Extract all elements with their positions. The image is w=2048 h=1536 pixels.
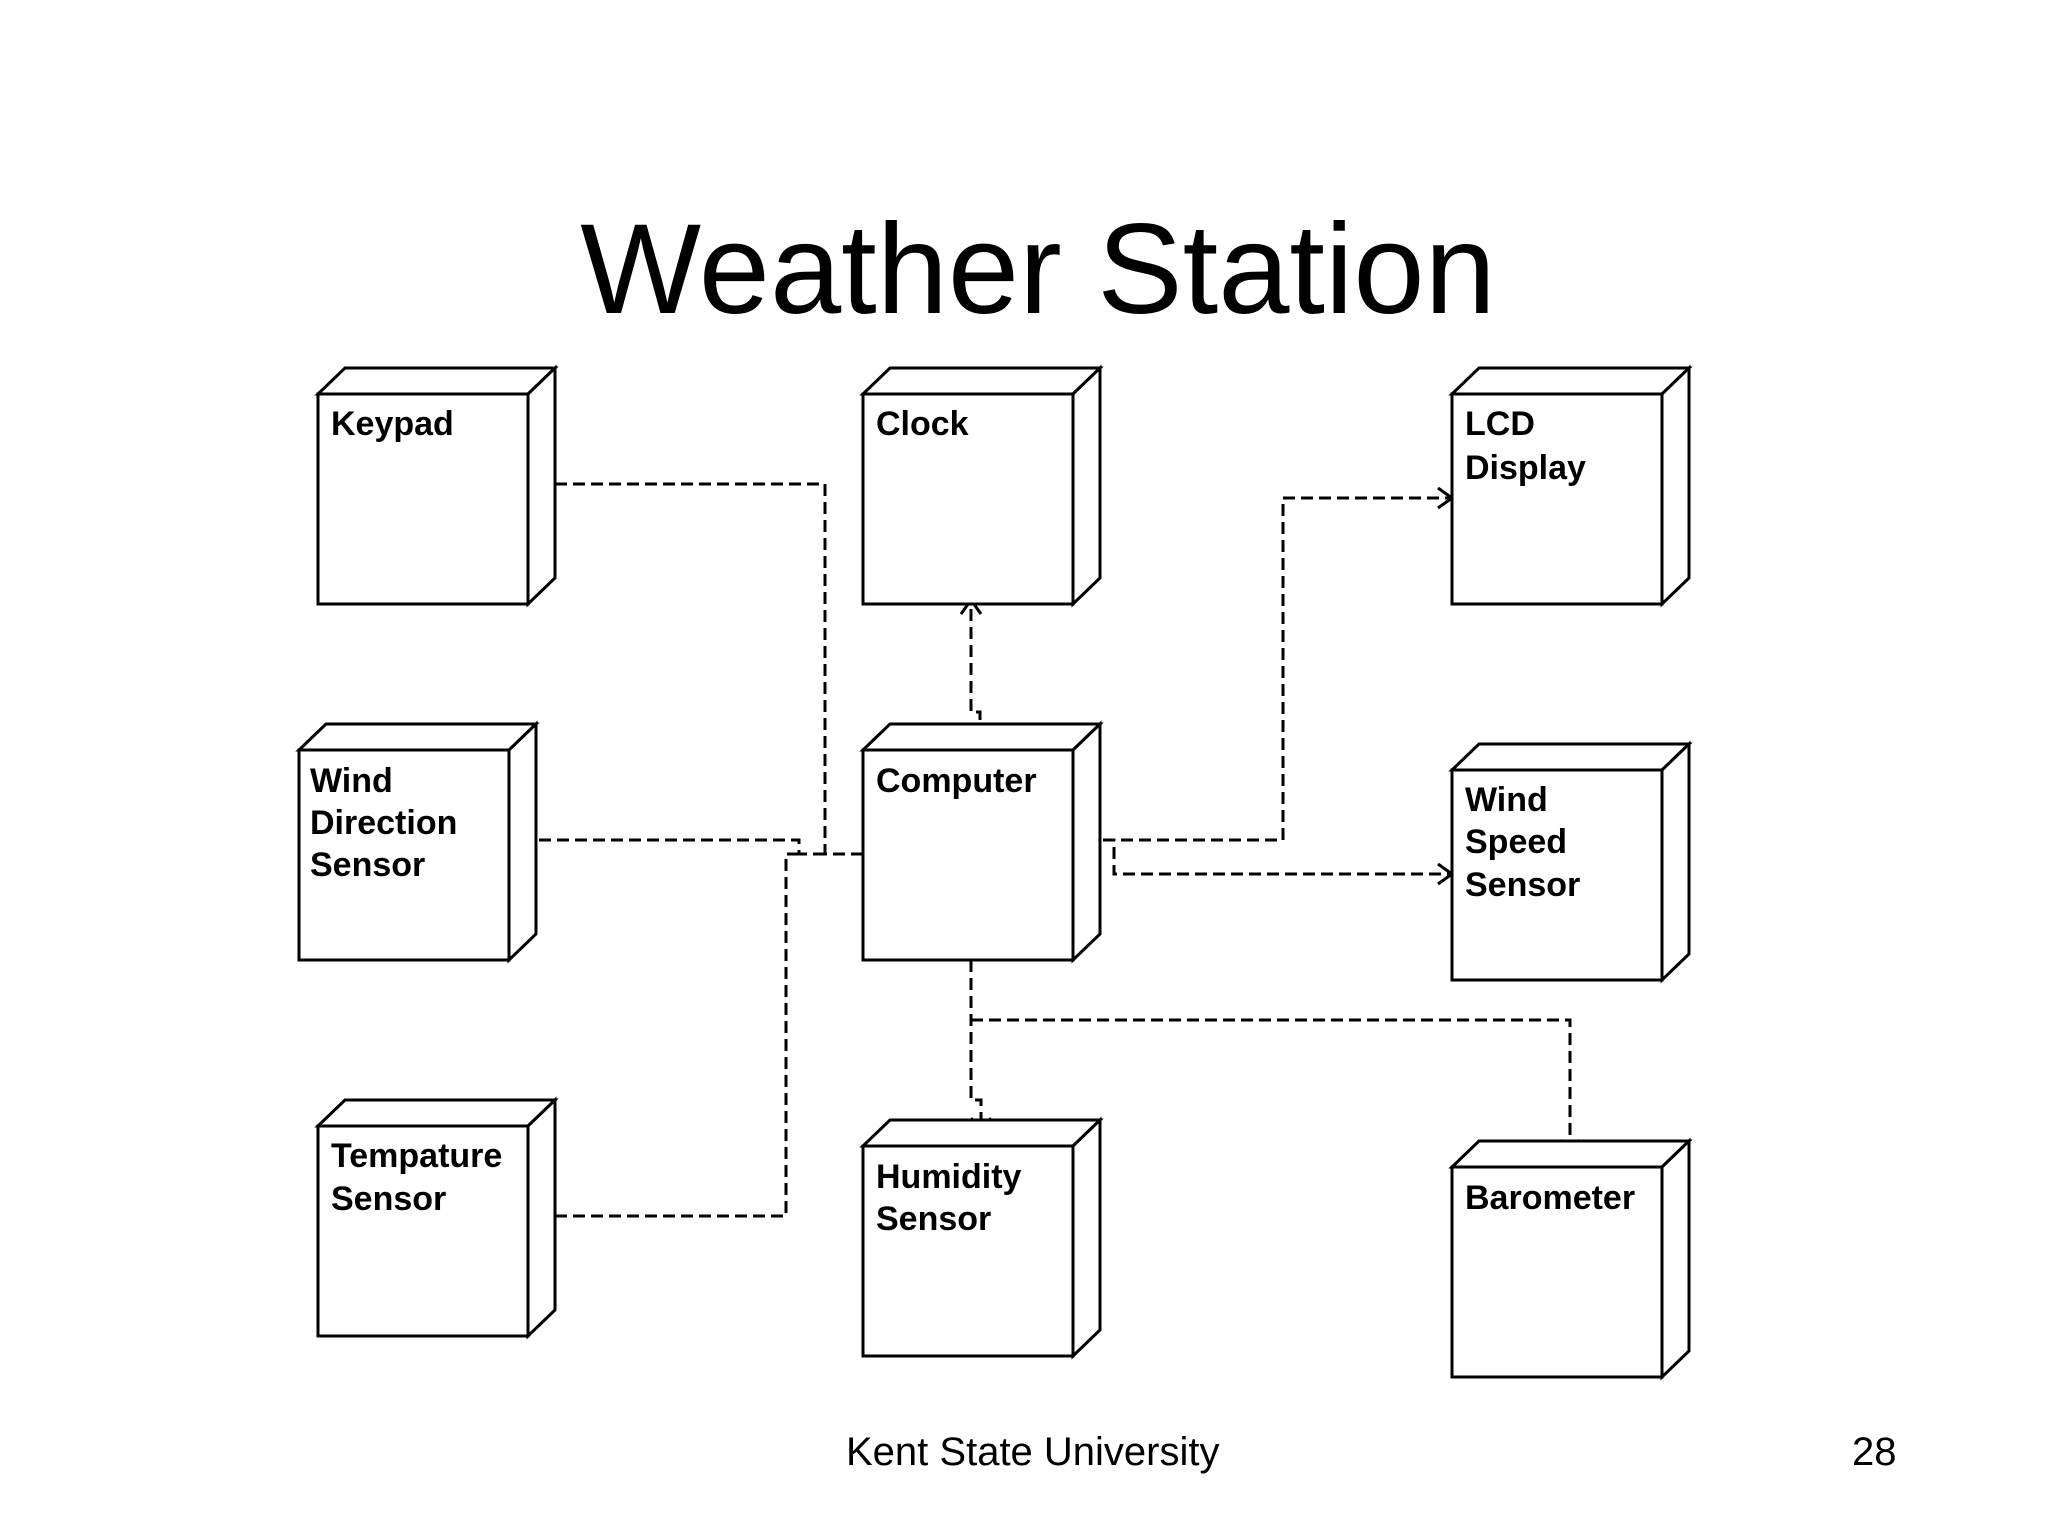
- connector-computer-lcd: [1085, 496, 1452, 842]
- node-humidity-sensor-front-face: [861, 1144, 1075, 1358]
- node-barometer-top-face: [1448, 1139, 1693, 1169]
- connector-computer-keypad: [540, 482, 863, 856]
- node-keypad-top-face: [314, 366, 559, 396]
- node-humidity-sensor[interactable]: Humidity Sensor: [859, 1116, 1104, 1360]
- footer-university: Kent State University: [846, 1430, 1220, 1474]
- node-barometer[interactable]: Barometer: [1448, 1137, 1693, 1381]
- node-wind-direction-sensor-front-face: [297, 748, 511, 962]
- node-clock-top-face: [859, 366, 1104, 396]
- slide-title: Weather Station: [580, 198, 1496, 341]
- node-humidity-sensor-top-face: [859, 1118, 1104, 1148]
- node-lcd-display-side-face: [1660, 364, 1691, 608]
- node-wind-direction-sensor-label: Wind Direction Sensor: [310, 762, 467, 884]
- node-barometer-label: Barometer: [1465, 1179, 1635, 1217]
- dependency-connectors: [521, 482, 1572, 1218]
- node-clock-label: Clock: [876, 405, 969, 443]
- node-tempature-sensor-top-face: [314, 1098, 559, 1128]
- node-tempature-sensor-label: Tempature Sensor: [331, 1137, 512, 1218]
- connector-computer-humidity: [969, 960, 983, 1130]
- node-computer-side-face: [1071, 720, 1102, 964]
- node-clock[interactable]: Clock: [859, 364, 1104, 608]
- node-wind-direction-sensor-top-face: [295, 722, 540, 752]
- node-computer-label: Computer: [876, 762, 1037, 800]
- connector-computer-wind-speed: [1085, 838, 1452, 876]
- connector-computer-clock: [969, 600, 982, 738]
- node-lcd-display-front-face: [1450, 392, 1664, 606]
- node-wind-speed-sensor-side-face: [1660, 740, 1691, 984]
- node-computer-front-face: [861, 748, 1075, 962]
- node-humidity-sensor-label: Humidity Sensor: [876, 1158, 1031, 1238]
- node-keypad-front-face: [316, 392, 530, 606]
- node-wind-speed-sensor-front-face: [1450, 768, 1664, 982]
- node-lcd-display[interactable]: LCD Display: [1448, 364, 1693, 608]
- node-wind-speed-sensor-top-face: [1448, 742, 1693, 772]
- node-wind-direction-sensor[interactable]: Wind Direction Sensor: [295, 720, 540, 964]
- node-keypad-label: Keypad: [331, 405, 454, 443]
- node-wind-speed-sensor-label: Wind Speed Sensor: [1465, 781, 1580, 904]
- node-humidity-sensor-side-face: [1071, 1116, 1102, 1360]
- node-tempature-sensor-front-face: [316, 1124, 530, 1338]
- connector-computer-tempature: [540, 852, 799, 1218]
- connector-computer-barometer: [971, 1018, 1572, 1154]
- node-lcd-display-label: LCD Display: [1465, 405, 1586, 487]
- connector-computer-wind-direction: [521, 838, 825, 856]
- node-clock-front-face: [861, 392, 1075, 606]
- node-clock-side-face: [1071, 364, 1102, 608]
- node-keypad-side-face: [526, 364, 557, 608]
- node-keypad[interactable]: Keypad: [314, 364, 559, 608]
- node-computer[interactable]: Computer: [859, 720, 1104, 964]
- node-wind-direction-sensor-side-face: [507, 720, 538, 964]
- page-number: 28: [1852, 1430, 1897, 1474]
- node-computer-top-face: [859, 722, 1104, 752]
- node-barometer-front-face: [1450, 1165, 1664, 1379]
- node-lcd-display-top-face: [1448, 366, 1693, 396]
- node-barometer-side-face: [1660, 1137, 1691, 1381]
- node-tempature-sensor-side-face: [526, 1096, 557, 1340]
- node-tempature-sensor[interactable]: Tempature Sensor: [314, 1096, 559, 1340]
- node-wind-speed-sensor[interactable]: Wind Speed Sensor: [1448, 740, 1693, 984]
